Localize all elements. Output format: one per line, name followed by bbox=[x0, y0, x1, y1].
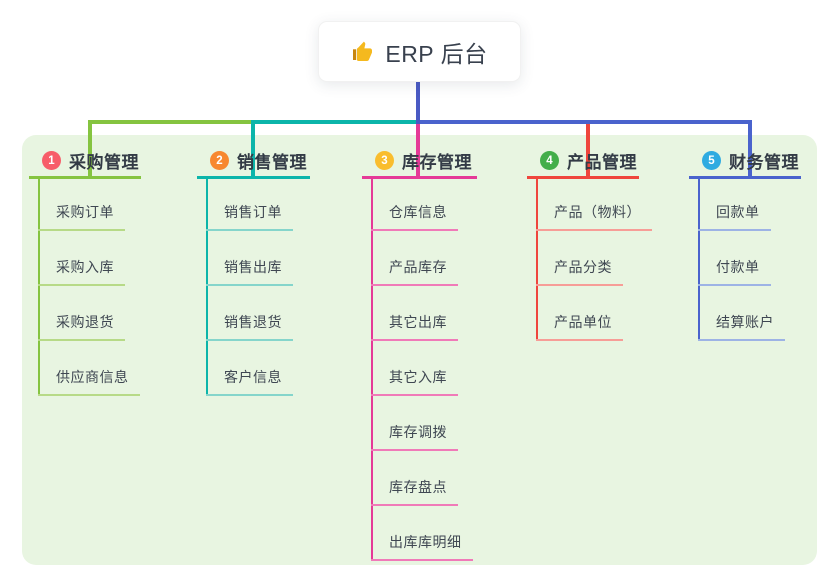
connector-bus-blue bbox=[416, 120, 752, 124]
tree-node-item[interactable]: 出库库明细 bbox=[371, 532, 473, 561]
connector-bus-green bbox=[88, 120, 255, 124]
branch-label: 财务管理 bbox=[729, 153, 799, 172]
branch-number-badge: 3 bbox=[375, 151, 394, 170]
tree-node-item[interactable]: 销售订单 bbox=[206, 202, 293, 231]
branch-spine-line bbox=[38, 178, 40, 396]
connector-drop-product bbox=[586, 120, 590, 178]
branch-label: 销售管理 bbox=[237, 153, 307, 172]
branch-spine-line bbox=[206, 178, 208, 396]
branch-header-finance[interactable]: 5 财务管理 bbox=[689, 145, 801, 179]
tree-node-item[interactable]: 付款单 bbox=[698, 257, 771, 286]
tree-node-label: 产品单位 bbox=[554, 314, 612, 330]
tree-node-item[interactable]: 其它入库 bbox=[371, 367, 458, 396]
tree-node-item[interactable]: 销售退货 bbox=[206, 312, 293, 341]
tree-node-label: 仓库信息 bbox=[389, 204, 447, 220]
branch-label: 库存管理 bbox=[402, 153, 472, 172]
tree-node-label: 产品库存 bbox=[389, 259, 447, 275]
tree-node-item[interactable]: 库存调拨 bbox=[371, 422, 458, 451]
tree-node-item[interactable]: 结算账户 bbox=[698, 312, 785, 341]
connector-drop-finance bbox=[748, 120, 752, 178]
tree-node-label: 结算账户 bbox=[716, 314, 774, 330]
tree-node-label: 采购退货 bbox=[56, 314, 114, 330]
tree-node-label: 销售出库 bbox=[224, 259, 282, 275]
tree-node-item[interactable]: 仓库信息 bbox=[371, 202, 458, 231]
branch-header-procurement[interactable]: 1 采购管理 bbox=[29, 145, 141, 179]
branch-header-product[interactable]: 4 产品管理 bbox=[527, 145, 639, 179]
connector-root-line bbox=[416, 80, 420, 124]
tree-node-item[interactable]: 回款单 bbox=[698, 202, 771, 231]
tree-node-label: 销售退货 bbox=[224, 314, 282, 330]
branch-spine-line bbox=[371, 178, 373, 561]
tree-node-item[interactable]: 销售出库 bbox=[206, 257, 293, 286]
branch-number-badge: 1 bbox=[42, 151, 61, 170]
thumbs-up-icon bbox=[353, 41, 373, 61]
tree-node-item[interactable]: 产品（物料） bbox=[536, 202, 652, 231]
branch-label: 采购管理 bbox=[69, 153, 139, 172]
tree-node-label: 付款单 bbox=[716, 259, 760, 275]
tree-node-label: 客户信息 bbox=[224, 369, 282, 385]
tree-node-label: 库存调拨 bbox=[389, 424, 447, 440]
connector-drop-sales bbox=[251, 120, 255, 178]
tree-node-label: 采购入库 bbox=[56, 259, 114, 275]
tree-node-item[interactable]: 采购入库 bbox=[38, 257, 125, 286]
tree-node-item[interactable]: 产品库存 bbox=[371, 257, 458, 286]
tree-node-item[interactable]: 产品单位 bbox=[536, 312, 623, 341]
connector-bus-teal bbox=[251, 120, 418, 124]
tree-node-label: 其它出库 bbox=[389, 314, 447, 330]
branch-number-badge: 2 bbox=[210, 151, 229, 170]
branch-number-badge: 5 bbox=[702, 151, 721, 170]
tree-node-item[interactable]: 库存盘点 bbox=[371, 477, 458, 506]
branch-number-badge: 4 bbox=[540, 151, 559, 170]
tree-node-item[interactable]: 其它出库 bbox=[371, 312, 458, 341]
root-label: ERP 后台 bbox=[385, 40, 488, 67]
tree-node-label: 产品（物料） bbox=[554, 204, 641, 220]
branch-spine-line bbox=[536, 178, 538, 341]
branch-header-sales[interactable]: 2 销售管理 bbox=[197, 145, 310, 179]
tree-node-item[interactable]: 采购订单 bbox=[38, 202, 125, 231]
tree-node-item[interactable]: 产品分类 bbox=[536, 257, 623, 286]
tree-node-label: 产品分类 bbox=[554, 259, 612, 275]
tree-node-label: 销售订单 bbox=[224, 204, 282, 220]
branch-label: 产品管理 bbox=[567, 153, 637, 172]
tree-node-label: 回款单 bbox=[716, 204, 760, 220]
tree-node-item[interactable]: 客户信息 bbox=[206, 367, 293, 396]
tree-node-label: 其它入库 bbox=[389, 369, 447, 385]
tree-node-label: 采购订单 bbox=[56, 204, 114, 220]
branch-header-inventory[interactable]: 3 库存管理 bbox=[362, 145, 477, 179]
tree-node-item[interactable]: 采购退货 bbox=[38, 312, 125, 341]
tree-node-label: 供应商信息 bbox=[56, 369, 129, 385]
tree-node-label: 出库库明细 bbox=[389, 534, 462, 550]
connector-drop-procurement bbox=[88, 120, 92, 178]
root-node[interactable]: ERP 后台 bbox=[318, 21, 521, 82]
tree-node-item[interactable]: 供应商信息 bbox=[38, 367, 140, 396]
tree-node-label: 库存盘点 bbox=[389, 479, 447, 495]
branch-spine-line bbox=[698, 178, 700, 341]
background-panel bbox=[22, 135, 817, 565]
connector-drop-inventory bbox=[416, 122, 420, 178]
